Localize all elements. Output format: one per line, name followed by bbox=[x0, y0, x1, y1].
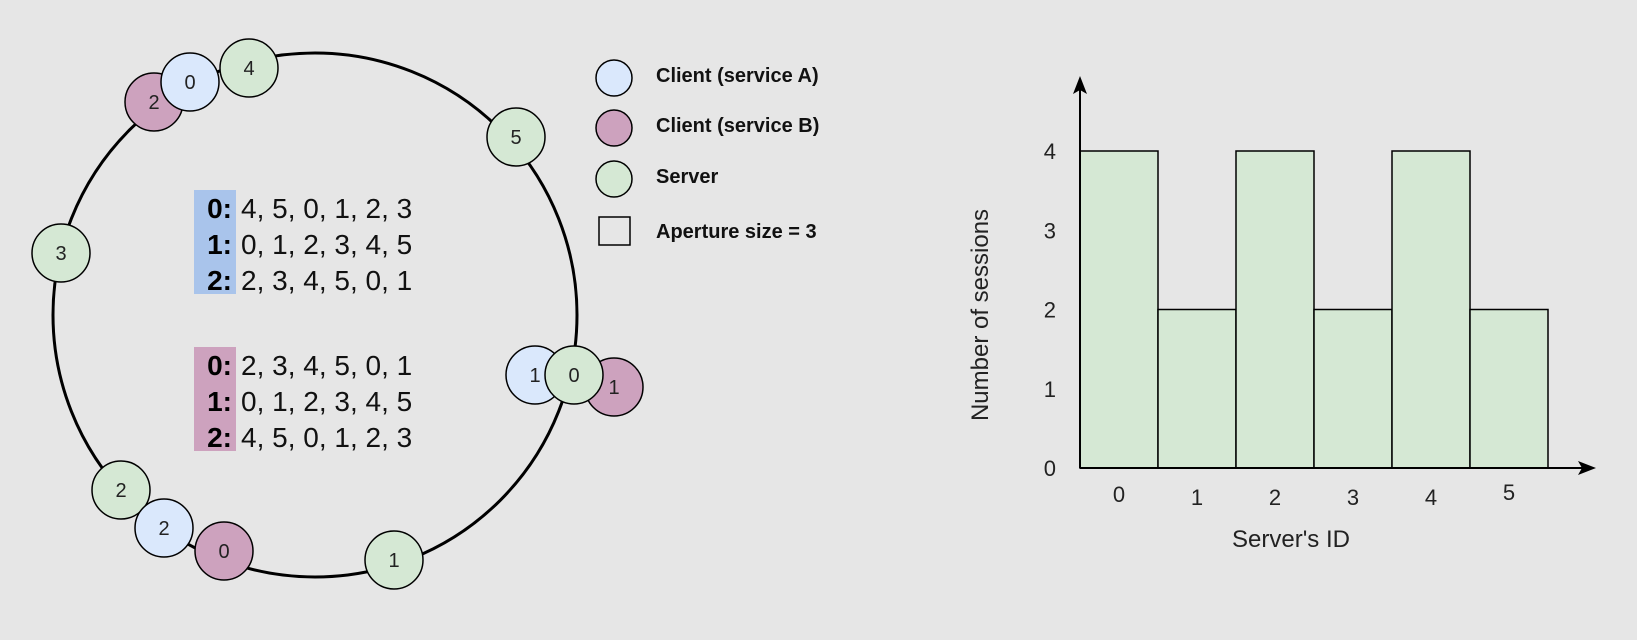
service-b-key-2: 2: bbox=[207, 422, 232, 453]
ring-node-label: 4 bbox=[243, 58, 254, 80]
legend-client-a-swatch bbox=[595, 59, 633, 97]
legend-aperture-label: Aperture size = 3 bbox=[656, 221, 817, 243]
ring-node-label: 3 bbox=[55, 243, 66, 265]
x-tick-2: 2 bbox=[1269, 485, 1281, 510]
legend-client-a-label: Client (service A) bbox=[656, 65, 819, 87]
ring-node-label: 1 bbox=[608, 377, 619, 399]
ring-node-label: 0 bbox=[184, 72, 195, 94]
legend-server-label: Server bbox=[656, 166, 718, 188]
legend-server-swatch bbox=[595, 160, 633, 198]
service-b-key-1: 1: bbox=[207, 386, 232, 417]
ring-node-label: 2 bbox=[148, 92, 159, 114]
ring-node-client-a-2: 2 bbox=[134, 498, 194, 558]
ring-node-label: 5 bbox=[510, 127, 521, 149]
service-a-key-2: 2: bbox=[207, 265, 232, 296]
bar-server-5 bbox=[1469, 308, 1549, 469]
ring-node-label: 2 bbox=[158, 518, 169, 540]
legend-client-b-swatch bbox=[595, 109, 633, 147]
ring-node-server-2: 2 bbox=[91, 460, 151, 520]
y-tick-2: 2 bbox=[1044, 298, 1056, 323]
ring-node-circle bbox=[160, 52, 220, 112]
ring-node-circle bbox=[364, 530, 424, 590]
x-tick-4: 4 bbox=[1425, 485, 1437, 510]
ring-node-server-4: 4 bbox=[219, 38, 279, 98]
ring-node-circle bbox=[544, 345, 604, 405]
y-tick-labels: 0 1 2 3 4 bbox=[1044, 139, 1056, 481]
service-a-map: 0: 4, 5, 0, 1, 2, 3 1: 0, 1, 2, 3, 4, 5 2: 2,… bbox=[194, 190, 412, 296]
x-axis-arrow bbox=[1578, 461, 1596, 475]
ring-node-circle bbox=[219, 38, 279, 98]
x-tick-3: 3 bbox=[1347, 485, 1359, 510]
x-tick-5: 5 bbox=[1503, 480, 1515, 505]
ring-node-server-1: 1 bbox=[364, 530, 424, 590]
ring-nodes: 2 0 4 5 3 1 1 0 2 2 0 1 bbox=[31, 38, 644, 590]
y-tick-1: 1 bbox=[1044, 377, 1056, 402]
ring-node-server-0: 0 bbox=[544, 345, 604, 405]
ring-node-server-3: 3 bbox=[31, 223, 91, 283]
legend: Client (service A) Client (service B) Se… bbox=[595, 59, 819, 246]
bar-server-4 bbox=[1391, 150, 1471, 469]
ring-node-circle bbox=[134, 498, 194, 558]
service-b-key-highlight bbox=[194, 347, 236, 451]
x-tick-1: 1 bbox=[1191, 485, 1203, 510]
service-a-key-highlight bbox=[194, 190, 236, 294]
service-a-servers-1: 0, 1, 2, 3, 4, 5 bbox=[241, 229, 412, 260]
ring-node-client-a-0: 0 bbox=[160, 52, 220, 112]
legend-aperture-swatch bbox=[598, 216, 631, 246]
ring-node-circle bbox=[486, 107, 546, 167]
service-b-servers-2: 4, 5, 0, 1, 2, 3 bbox=[241, 422, 412, 453]
y-tick-4: 4 bbox=[1044, 139, 1056, 164]
ring-node-label: 0 bbox=[568, 365, 579, 387]
bar-server-1 bbox=[1157, 308, 1237, 469]
ring-node-label: 1 bbox=[529, 365, 540, 387]
service-b-servers-0: 2, 3, 4, 5, 0, 1 bbox=[241, 350, 412, 381]
ring-node-circle bbox=[91, 460, 151, 520]
chart-bars bbox=[1079, 150, 1549, 469]
x-axis-title: Server's ID bbox=[1232, 526, 1350, 553]
bar-server-2 bbox=[1235, 150, 1315, 469]
ring-node-circle bbox=[31, 223, 91, 283]
service-a-servers-2: 2, 3, 4, 5, 0, 1 bbox=[241, 265, 412, 296]
service-b-map: 0: 2, 3, 4, 5, 0, 1 1: 0, 1, 2, 3, 4, 5 2: 4,… bbox=[194, 347, 412, 453]
y-tick-0: 0 bbox=[1044, 456, 1056, 481]
ring-node-circle bbox=[194, 521, 254, 581]
x-tick-labels: 0 1 2 3 4 5 bbox=[1113, 480, 1515, 510]
legend-client-b-label: Client (service B) bbox=[656, 115, 819, 137]
ring-node-label: 1 bbox=[388, 550, 399, 572]
service-a-servers-0: 4, 5, 0, 1, 2, 3 bbox=[241, 193, 412, 224]
ring-node-client-b-0: 0 bbox=[194, 521, 254, 581]
x-tick-0: 0 bbox=[1113, 482, 1125, 507]
sessions-chart: 0 1 2 3 4 0 1 2 3 4 5 Server's ID Number of sessi… bbox=[967, 76, 1596, 553]
ring-node-label: 2 bbox=[115, 480, 126, 502]
service-b-servers-1: 0, 1, 2, 3, 4, 5 bbox=[241, 386, 412, 417]
service-a-key-0: 0: bbox=[207, 193, 232, 224]
ring-node-server-5: 5 bbox=[486, 107, 546, 167]
y-tick-3: 3 bbox=[1044, 218, 1056, 243]
y-axis-title: Number of sessions bbox=[967, 209, 994, 421]
bar-server-3 bbox=[1313, 308, 1393, 469]
bar-server-0 bbox=[1079, 150, 1159, 469]
service-b-key-0: 0: bbox=[207, 350, 232, 381]
ring-node-label: 0 bbox=[218, 541, 229, 563]
service-a-key-1: 1: bbox=[207, 229, 232, 260]
y-axis-arrow bbox=[1073, 76, 1087, 94]
hash-ring bbox=[51, 51, 579, 579]
